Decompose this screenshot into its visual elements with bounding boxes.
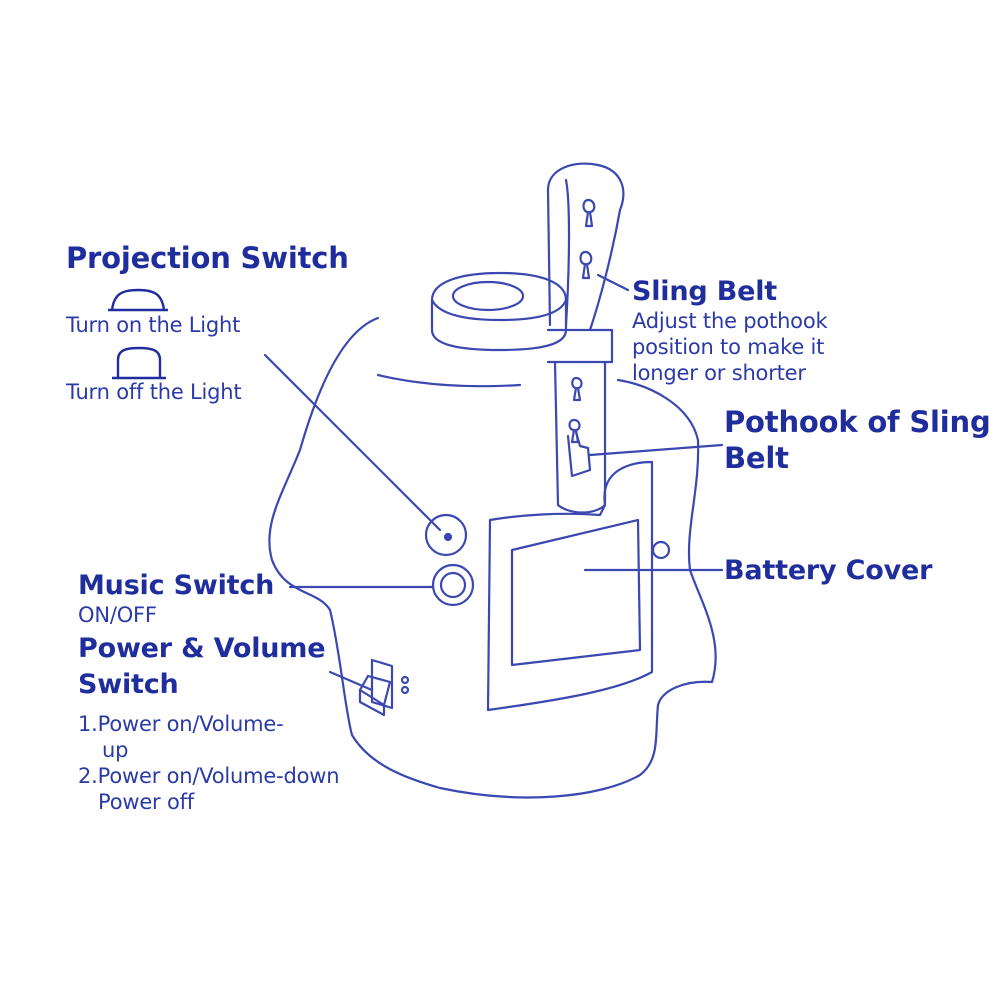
music-button: [431, 563, 475, 607]
battery-cover-window: [510, 518, 642, 667]
switch-up-icon: [112, 346, 166, 386]
leader-projection: [263, 353, 442, 532]
power-volume-item1-1: 1.Power on/Volume-: [78, 712, 284, 736]
leader-power: [328, 670, 374, 692]
power-volume-title-1: Power & Volume: [78, 633, 326, 664]
sling-belt-desc-1: Adjust the pothook: [632, 309, 828, 333]
pothook-title-2: Belt: [724, 441, 789, 475]
device-top-hole: [451, 280, 525, 312]
sling-belt-desc-3: longer or shorter: [632, 361, 806, 385]
leader-sling: [596, 273, 630, 292]
device-body-outline: [268, 316, 717, 799]
projection-switch-title: Projection Switch: [66, 241, 349, 275]
music-switch-sub: ON/OFF: [78, 603, 157, 627]
pothook-shape: [566, 430, 592, 478]
sling-belt-strap: [546, 162, 625, 332]
sling-belt-desc-2: position to make it: [632, 335, 825, 359]
turn-on-light-label: Turn on the Light: [66, 313, 241, 337]
power-volume-item2-1: 2.Power on/Volume-down: [78, 764, 340, 788]
battery-cover-frame: [486, 460, 654, 712]
device-top-cap: [430, 271, 568, 352]
music-switch-title: Music Switch: [78, 570, 275, 601]
projection-button: [424, 513, 468, 557]
power-volume-title-2: Switch: [78, 669, 179, 700]
power-volume-item2-2: Power off: [98, 790, 195, 814]
battery-cover-title: Battery Cover: [724, 555, 933, 586]
pothook-title-1: Pothook of Sling: [724, 405, 991, 439]
power-volume-slider: [358, 688, 386, 717]
switch-down-icon: [108, 288, 168, 316]
turn-off-light-label: Turn off the Light: [66, 380, 242, 404]
leader-pothook: [588, 443, 724, 457]
sling-belt-title: Sling Belt: [632, 276, 777, 307]
power-volume-item1-2: up: [102, 738, 129, 762]
